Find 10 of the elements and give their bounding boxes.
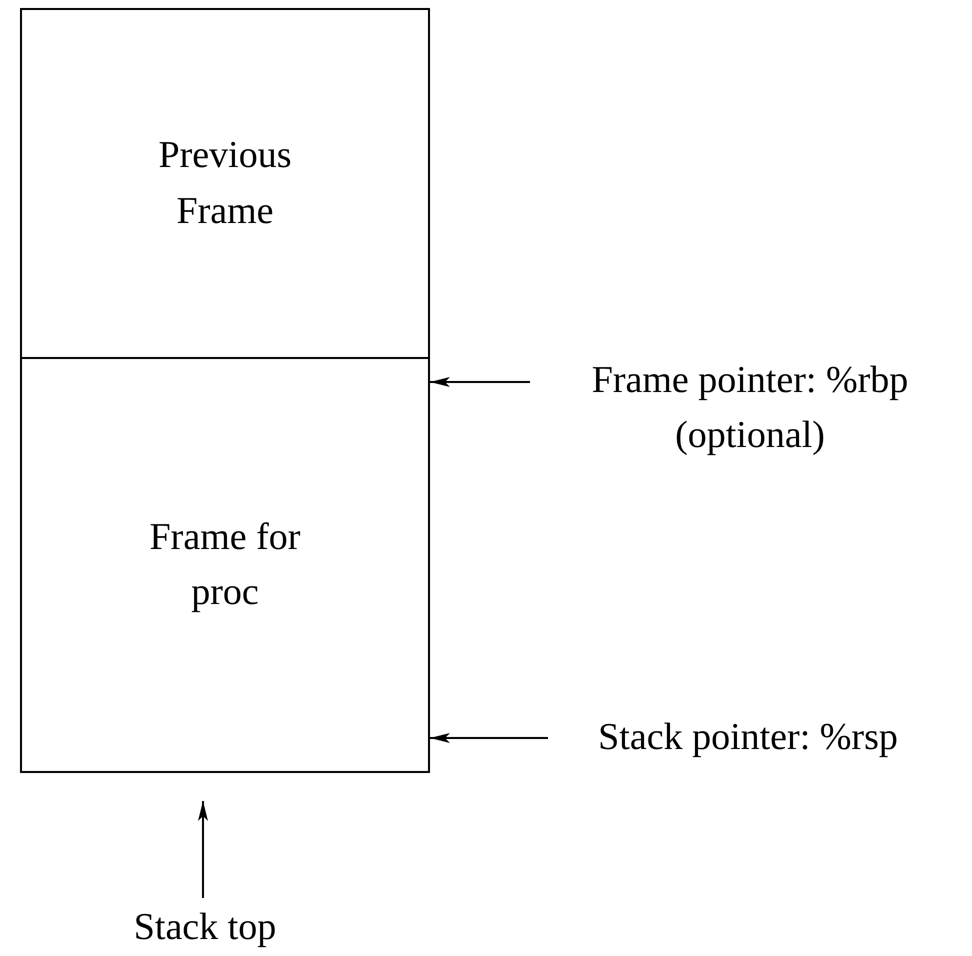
- stack-frame-box: [20, 357, 430, 773]
- pointer-label: Stack top: [134, 905, 276, 950]
- frame-label: Frame for proc: [148, 514, 302, 615]
- frame-label: Previous Frame: [158, 133, 292, 234]
- arrow: [430, 733, 548, 743]
- stack-frame-box: [20, 8, 430, 359]
- arrow: [198, 801, 208, 898]
- pointer-label: Stack pointer: %rsp: [598, 715, 898, 760]
- arrow: [430, 377, 530, 387]
- pointer-label: Frame pointer: %rbp (optional): [590, 358, 910, 458]
